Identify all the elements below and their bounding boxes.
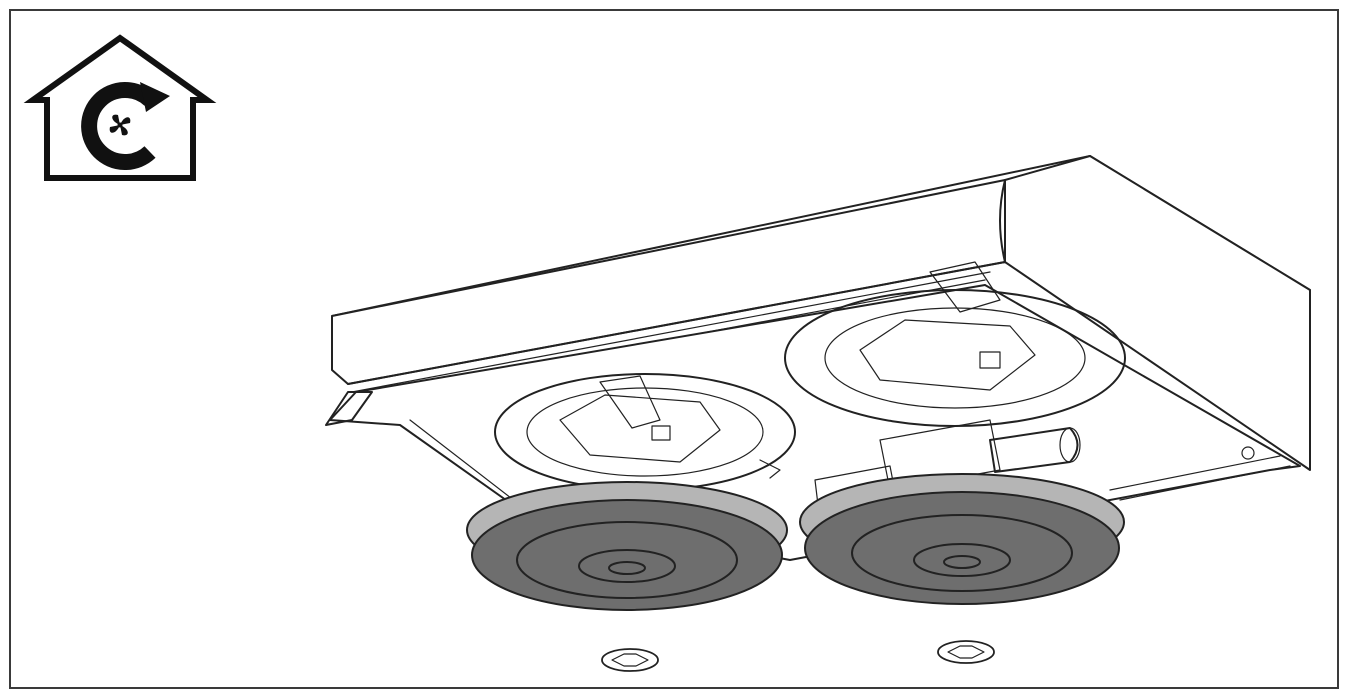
left-blower-housing — [494, 373, 796, 491]
recirculation-house-fan-icon — [23, 34, 217, 181]
right-blower-housing — [784, 261, 1126, 506]
left-charcoal-filter — [466, 481, 788, 611]
left-filter-clip — [601, 648, 659, 672]
right-charcoal-filter — [799, 473, 1125, 605]
right-filter-clip — [937, 640, 995, 664]
